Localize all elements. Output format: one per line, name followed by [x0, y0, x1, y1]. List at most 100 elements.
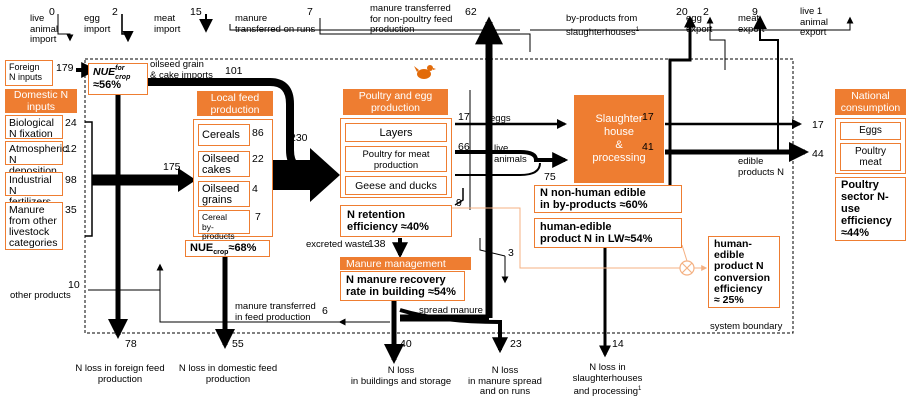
domestic-item-manure-value: 35 — [65, 204, 77, 216]
live-animals-value: 66 — [458, 141, 470, 153]
manure-header: Manure management — [340, 257, 471, 270]
slaughter-header: Slaughter house & processing — [574, 95, 664, 183]
byproducts-label: by-products from slaughterhouses1 — [566, 13, 640, 38]
local-feed-header: Local feed production — [197, 91, 273, 116]
live-export-arrow — [530, 16, 854, 31]
meat-export-arrow — [753, 15, 779, 150]
runs-value: 3 — [508, 247, 514, 259]
excreted-label: excreted waste — [306, 239, 370, 250]
nue-foreign-box: NUE for crop ≈56% — [88, 63, 148, 95]
domestic-item-fertilizers-value: 98 — [65, 174, 77, 186]
meat-import-label: meat import — [154, 13, 181, 35]
spread-manure-label: spread manure — [419, 305, 483, 316]
live-animal-import-value: 0 — [49, 6, 55, 18]
domestic-item-fertilizers: Industrial N fertilizers — [5, 172, 63, 208]
live-animal-import-arrow — [57, 14, 74, 42]
domestic-loss-label: N loss in domestic feed production — [178, 363, 278, 385]
chicken-icon — [414, 65, 436, 79]
eggs-value: 17 — [458, 111, 470, 123]
meat-export-value: 9 — [752, 6, 758, 18]
feed-item-cereals-value: 86 — [252, 127, 264, 139]
byproducts-arrow — [668, 15, 696, 190]
oilseed-import-value: 101 — [225, 65, 243, 77]
manure-runs-line — [319, 18, 531, 52]
loss-slaughter-label: N loss in slaughterhouses and processing… — [572, 362, 643, 398]
manure-runs-value: 7 — [307, 6, 313, 18]
domestic-item-deposition: Atmospheric N deposition — [5, 141, 67, 177]
national-item-eggs: Eggs — [840, 122, 901, 140]
poultry-item-geese: Geese and ducks — [345, 176, 447, 195]
excreted-value: 138 — [368, 238, 386, 250]
egg-export-arrow — [706, 16, 726, 70]
meat-import-value: 15 — [190, 6, 202, 18]
domestic-loss-value: 55 — [232, 338, 244, 350]
manure-nonpoultry-label: manure transferred for non-poultry feed … — [370, 3, 453, 35]
geese-flow-value: 9 — [456, 197, 462, 209]
nonhuman-edible: N non-human edible in by-products ≈60% — [534, 185, 682, 213]
manure-nonpoultry-value: 62 — [465, 6, 477, 18]
to-slaughter-value: 75 — [544, 171, 556, 183]
nue-crop-box: NUEcrop≈68% — [185, 240, 270, 257]
sector-efficiency: Poultry sector N- use efficiency ≈44% — [835, 177, 906, 241]
feed-230-arrow — [272, 148, 340, 202]
feed-item-cakes: Oilseed cakes — [198, 151, 250, 177]
eggs-out-value: 17 — [642, 111, 654, 123]
domestic-item-manure: Manure from other livestock categories — [5, 202, 63, 250]
domestic-item-deposition-value: 12 — [65, 143, 77, 155]
manure-to-feed-value: 6 — [322, 305, 328, 317]
egg-export-label: egg export — [686, 13, 713, 35]
eggs-label: eggs — [490, 113, 511, 124]
domestic-item-fixation: Biological N fixation — [5, 115, 63, 140]
byproducts-value: 20 — [676, 6, 688, 18]
conversion-efficiency: human- edible product N conversion effic… — [708, 236, 780, 308]
system-boundary — [84, 58, 794, 334]
live-animal-import-label: live animal import — [30, 13, 58, 45]
egg-export-value: 2 — [703, 6, 709, 18]
loss-slaughter-value: 14 — [612, 338, 624, 350]
loss-spread-label: N loss in manure spread and on runs — [468, 365, 542, 397]
oilseed-import-label: oilseed grain & cake imports — [150, 59, 213, 81]
feed-item-byproducts-value: 7 — [255, 211, 261, 223]
egg-import-label: egg import — [84, 13, 111, 35]
domestic-item-fixation-value: 24 — [65, 117, 77, 129]
human-edible-lw: human-edible product N in LW≈54% — [534, 218, 682, 248]
foreign-loss-value: 78 — [125, 338, 137, 350]
live-animals-label: live animals — [494, 143, 527, 165]
other-products-value: 10 — [68, 279, 80, 291]
feed-item-cereals: Cereals — [198, 124, 250, 146]
feed-flow-value: 230 — [290, 132, 308, 144]
domestic-header: Domestic N inputs — [5, 89, 77, 113]
manure-recovery: N manure recovery rate in building ≈54% — [340, 271, 465, 301]
other-products-arrow — [88, 263, 164, 291]
poultry-header: Poultry and egg production — [343, 89, 448, 115]
live-animals-arrow — [455, 150, 569, 168]
manure-runs-label: manure transferred on runs — [235, 13, 316, 35]
feed-item-cakes-value: 22 — [252, 153, 264, 165]
foreign-loss-label: N loss in foreign feed production — [75, 363, 165, 385]
foreign-inputs-box: Foreign N inputs — [5, 60, 53, 86]
foreign-inputs-value: 179 — [56, 62, 74, 74]
meat-export-label: meat export — [738, 13, 765, 35]
egg-import-value: 2 — [112, 6, 118, 18]
national-item-meat: Poultry meat — [840, 143, 901, 171]
poultry-item-layers: Layers — [345, 123, 447, 142]
feed-item-grains: Oilseed grains — [198, 181, 250, 207]
national-eggs-value: 17 — [812, 119, 824, 131]
edible-label: edible products N — [738, 156, 784, 178]
edible-value: 41 — [642, 141, 654, 153]
meat-import-line — [229, 24, 520, 31]
system-boundary-label: system boundary — [710, 321, 783, 332]
live-export-label: live 1 animal export — [800, 6, 828, 38]
feed-item-grains-value: 4 — [252, 183, 258, 195]
loss-buildings-value: 40 — [400, 338, 412, 350]
loss-buildings-label: N loss in buildings and storage — [350, 365, 452, 387]
national-header: National consumption — [835, 89, 906, 115]
national-meat-value: 44 — [812, 148, 824, 160]
loss-spread-arrow — [399, 308, 508, 354]
other-products-label: other products — [10, 290, 71, 301]
domestic-total-value: 175 — [163, 161, 181, 173]
egg-import-arrow — [121, 14, 134, 43]
loss-spread-value: 23 — [510, 338, 522, 350]
